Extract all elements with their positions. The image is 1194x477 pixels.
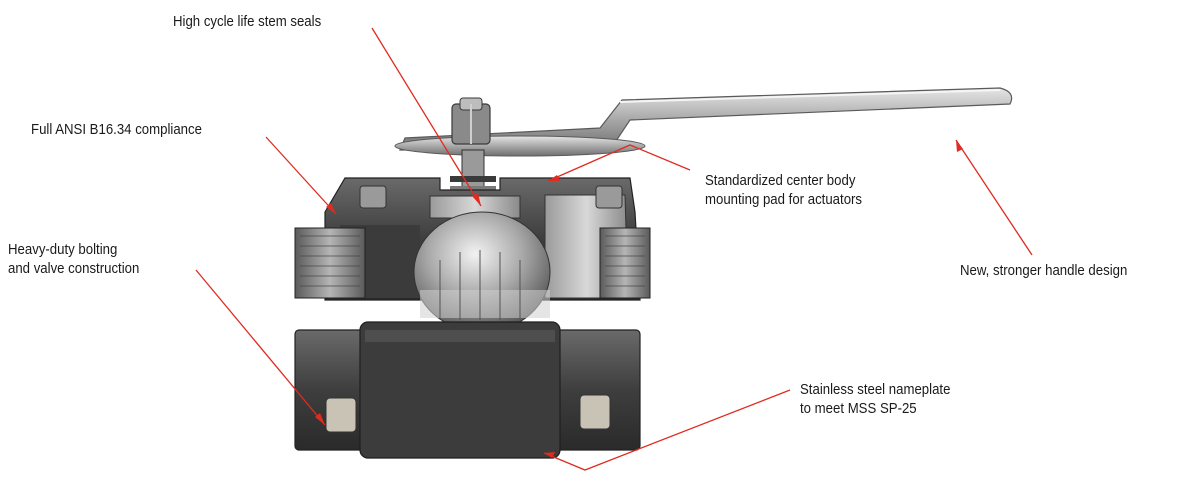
- callout-ansi-text: Full ANSI B16.34 compliance: [31, 121, 202, 138]
- callout-mounting-pad-line1: Standardized center body: [705, 172, 856, 189]
- callout-bolting: Heavy-duty bolting and valve constructio…: [8, 240, 139, 278]
- callout-nameplate-line2: to meet MSS SP-25: [800, 400, 917, 417]
- ball: [413, 211, 551, 333]
- valve-body-lower: [294, 321, 641, 459]
- callout-ansi: Full ANSI B16.34 compliance: [31, 120, 202, 139]
- callout-stem-seals: High cycle life stem seals: [173, 12, 321, 31]
- callout-handle-text: New, stronger handle design: [960, 262, 1128, 279]
- callout-handle: New, stronger handle design: [960, 261, 1127, 280]
- callout-nameplate-line1: Stainless steel nameplate: [800, 381, 951, 398]
- callout-mounting-pad-line2: mounting pad for actuators: [705, 191, 863, 208]
- callout-bolting-line2: and valve construction: [8, 260, 140, 277]
- stem-nut: [451, 97, 491, 145]
- callout-mounting-pad: Standardized center body mounting pad fo…: [705, 171, 862, 209]
- callout-bolting-line1: Heavy-duty bolting: [8, 241, 118, 258]
- callout-stem-seals-text: High cycle life stem seals: [173, 13, 322, 30]
- callout-nameplate: Stainless steel nameplate to meet MSS SP…: [800, 380, 950, 418]
